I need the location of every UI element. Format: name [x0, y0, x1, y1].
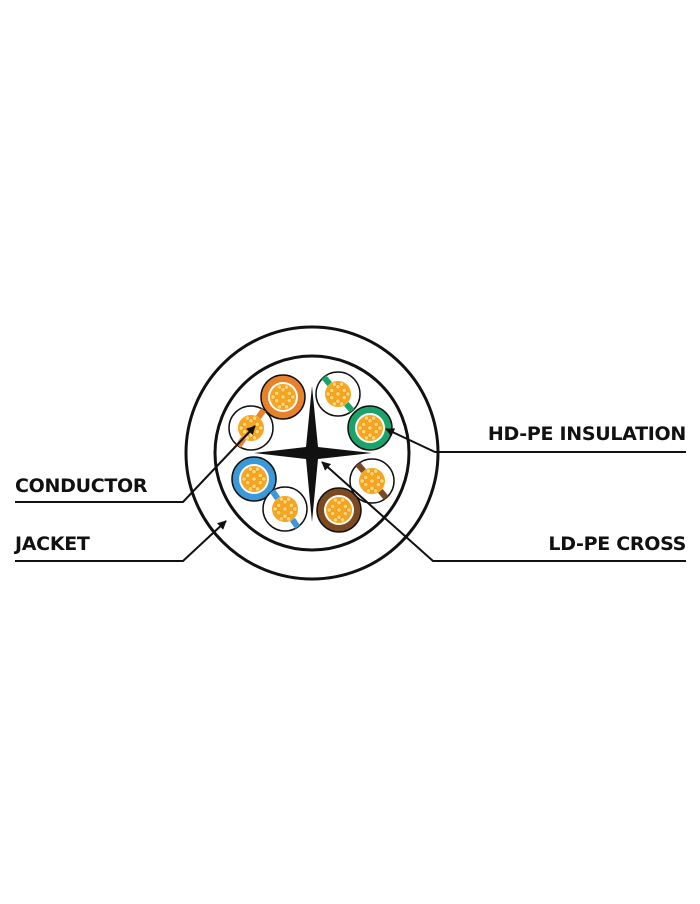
conductor-strands — [238, 415, 264, 441]
wire-blue — [231, 456, 277, 502]
wire-brown-white — [349, 458, 395, 504]
wire-orange — [260, 374, 306, 420]
leader-jacket — [15, 520, 227, 562]
wire-brown — [316, 487, 362, 533]
conductor-strands — [326, 497, 352, 523]
wire-green-white — [315, 371, 361, 417]
wire-blue-white — [262, 486, 308, 532]
wire-orange-white — [228, 405, 274, 451]
leader-ld-pe-cross — [321, 461, 686, 562]
wire-green — [347, 405, 393, 451]
leader-conductor — [15, 425, 256, 503]
label-conductor: CONDUCTOR — [15, 475, 148, 497]
conductor-strands — [325, 381, 351, 407]
conductor-strands — [359, 468, 385, 494]
label-jacket: JACKET — [15, 533, 90, 555]
conductor-strands — [270, 384, 296, 410]
wire-pairs — [228, 371, 395, 533]
label-hd-pe-insulation: HD-PE INSULATION — [487, 423, 686, 445]
conductor-strands — [357, 415, 383, 441]
ld-pe-cross — [254, 386, 372, 522]
conductor-strands — [272, 496, 298, 522]
label-ld-pe-cross: LD-PE CROSS — [548, 533, 686, 555]
leader-hd-pe-insulation — [385, 428, 686, 453]
conductor-strands — [241, 466, 267, 492]
